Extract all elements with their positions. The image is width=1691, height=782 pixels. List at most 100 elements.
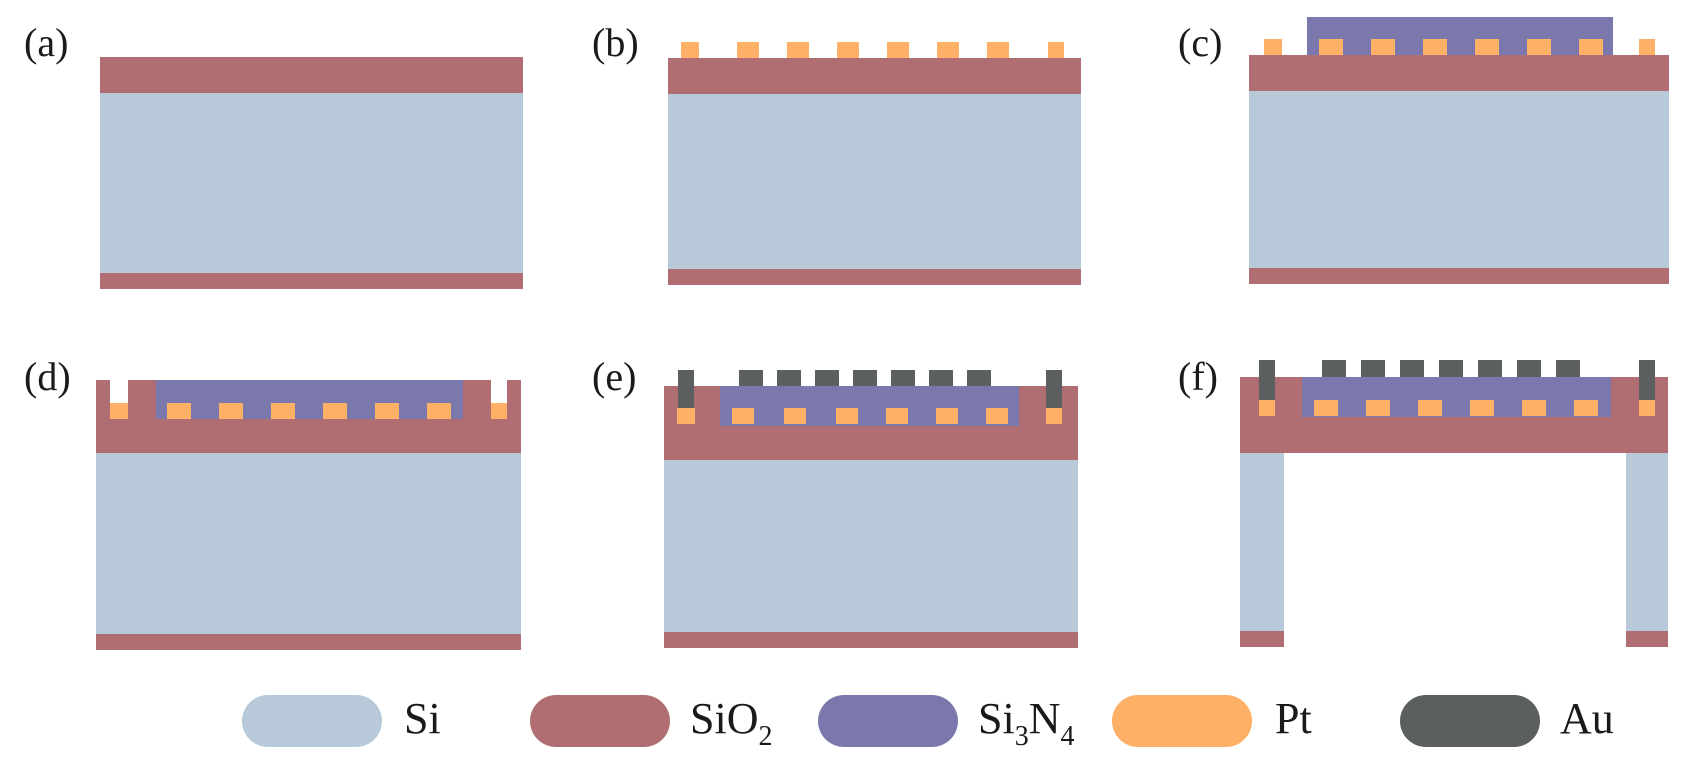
au-contact-post — [1259, 360, 1275, 400]
panel-f-label: (f) — [1178, 354, 1218, 399]
au-pad — [777, 370, 801, 386]
legend-swatch-au — [1400, 695, 1540, 747]
legend-label-si3n4: Si3N4 — [978, 694, 1074, 752]
pt-electrode — [836, 408, 858, 424]
panel-f: (f) — [1178, 354, 1668, 647]
panel-d: (d) — [24, 354, 521, 650]
si3n4-membrane-layer — [156, 380, 463, 419]
pt-electrode — [167, 403, 191, 419]
pt-electrode — [375, 403, 399, 419]
au-pad — [1439, 360, 1463, 377]
si-substrate — [664, 460, 1078, 632]
panel-e-label: (e) — [592, 354, 636, 399]
si3n4-membrane-layer — [1307, 17, 1613, 55]
legend-item-si3n4: Si3N4 — [818, 694, 1074, 752]
pt-electrode — [1366, 400, 1390, 416]
sio2-wall — [507, 380, 521, 419]
au-pad — [1517, 360, 1541, 377]
legend-label-sio2: SiO2 — [690, 694, 772, 752]
au-pad — [1478, 360, 1502, 377]
sio2-bottom-layer — [96, 634, 521, 650]
pt-electrode — [1475, 39, 1499, 55]
sio2-bottom-left — [1240, 631, 1284, 647]
sio2-top-layer — [668, 58, 1081, 94]
pt-electrode — [1527, 39, 1551, 55]
pt-electrode — [837, 42, 859, 58]
sio2-base-layer — [96, 419, 521, 453]
si-substrate — [668, 94, 1081, 269]
au-pad — [1322, 360, 1346, 377]
pt-electrodes — [677, 408, 1062, 424]
sio2-bottom-layer — [100, 273, 523, 289]
sio2-top-layer — [1249, 55, 1669, 91]
legend-item-pt: Pt — [1112, 694, 1312, 747]
legend-item-sio2: SiO2 — [530, 694, 772, 752]
panel-c: (c) — [1178, 17, 1669, 284]
pt-electrode — [1522, 400, 1546, 416]
legend-item-au: Au — [1400, 694, 1614, 747]
si3n4-membrane-layer — [720, 386, 1019, 426]
panel-c-label: (c) — [1178, 20, 1222, 65]
pt-electrode — [986, 408, 1008, 424]
pt-electrode — [1639, 39, 1655, 55]
pt-electrode — [1314, 400, 1338, 416]
au-pads — [678, 370, 1062, 408]
panel-a: (a) — [24, 20, 523, 289]
si-substrate — [96, 453, 521, 634]
au-contact-post — [678, 370, 694, 408]
si-support-left — [1240, 453, 1284, 631]
pt-electrodes — [1264, 39, 1655, 55]
pt-electrodes — [110, 403, 507, 419]
pt-electrode — [1574, 400, 1598, 416]
au-pads — [1259, 360, 1655, 400]
pt-electrode — [323, 403, 347, 419]
pt-electrode — [1046, 408, 1062, 424]
sio2-bottom-layer — [1249, 268, 1669, 284]
au-pad — [1400, 360, 1424, 377]
pt-electrode — [1579, 39, 1603, 55]
pt-electrode — [936, 408, 958, 424]
au-pad — [891, 370, 915, 386]
au-pad — [853, 370, 877, 386]
au-contact-post — [1639, 360, 1655, 400]
au-pad — [739, 370, 763, 386]
pt-electrode — [1259, 400, 1275, 416]
pt-electrode — [787, 42, 809, 58]
pt-electrode — [491, 403, 507, 419]
pt-electrode — [681, 42, 699, 58]
panel-b: (b) — [592, 20, 1081, 285]
panel-b-label: (b) — [592, 20, 639, 65]
legend-label-au: Au — [1560, 694, 1614, 743]
au-pad — [967, 370, 991, 386]
pt-electrode — [1264, 39, 1282, 55]
legend-swatch-si — [242, 695, 382, 747]
pt-electrode — [1423, 39, 1447, 55]
au-pad — [1556, 360, 1580, 377]
pt-electrode — [1319, 39, 1343, 55]
pt-electrode — [1418, 400, 1442, 416]
panel-d-label: (d) — [24, 354, 71, 399]
sio2-wall — [128, 380, 156, 419]
pt-electrode — [271, 403, 295, 419]
pt-electrode — [1048, 42, 1064, 58]
pt-electrode — [427, 403, 451, 419]
au-contact-post — [1046, 370, 1062, 408]
legend-label-si: Si — [404, 694, 441, 743]
sio2-bottom-right — [1626, 631, 1668, 647]
au-pad — [929, 370, 953, 386]
legend-item-si: Si — [242, 694, 441, 747]
pt-electrode — [1470, 400, 1494, 416]
au-pad — [815, 370, 839, 386]
pt-electrode — [732, 408, 754, 424]
panel-e: (e) — [592, 354, 1078, 648]
sio2-bottom-layer — [668, 269, 1081, 285]
sio2-top-layer — [100, 57, 523, 93]
si-substrate — [100, 93, 523, 273]
au-pad — [1361, 360, 1385, 377]
pt-electrode — [737, 42, 759, 58]
pt-electrode — [1639, 400, 1655, 416]
pt-electrodes — [681, 42, 1064, 58]
pt-electrode — [219, 403, 243, 419]
si3n4-membrane-layer — [1302, 377, 1611, 417]
